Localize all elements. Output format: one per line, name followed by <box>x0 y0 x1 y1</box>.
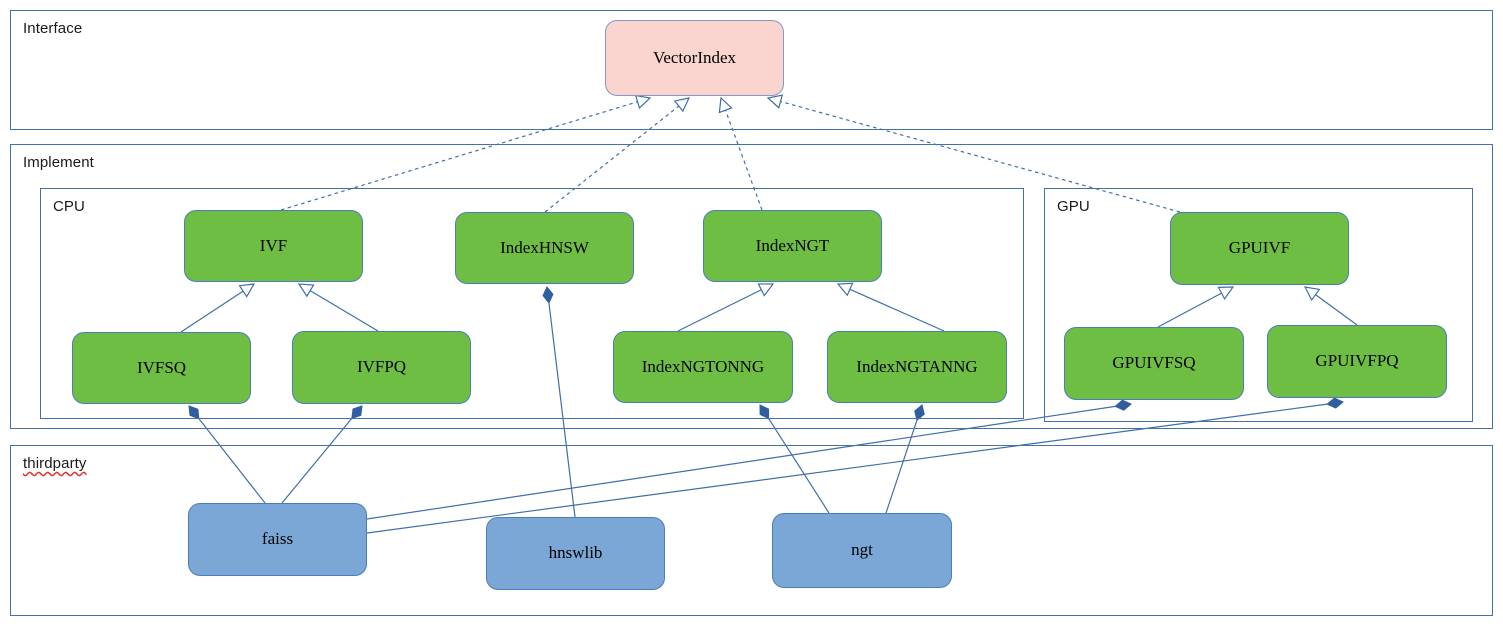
package-thirdparty <box>10 445 1493 616</box>
class-node-label: VectorIndex <box>652 47 737 67</box>
class-node-label: IndexHNSW <box>500 237 589 257</box>
class-node-hnswlib[interactable]: hnswlib <box>486 517 665 590</box>
class-node-indexngtanng[interactable]: IndexNGTANNG <box>827 331 1007 403</box>
class-node-label: IndexNGTANNG <box>856 356 978 376</box>
class-node-label: IndexNGTONNG <box>641 356 765 376</box>
package-label-implement: Implement <box>23 154 94 171</box>
class-node-indexhnsw[interactable]: IndexHNSW <box>455 212 634 284</box>
class-node-gpuivfpq[interactable]: GPUIVFPQ <box>1267 325 1447 398</box>
class-node-faiss[interactable]: faiss <box>188 503 367 576</box>
class-node-label: IVFSQ <box>136 357 187 377</box>
class-node-label: GPUIVFPQ <box>1315 351 1399 371</box>
class-node-label: GPUIVF <box>1228 238 1291 258</box>
class-node-gpuivfsq[interactable]: GPUIVFSQ <box>1064 327 1244 400</box>
class-node-label: IVF <box>259 235 288 255</box>
class-node-label: ngt <box>851 540 873 560</box>
class-node-ngt[interactable]: ngt <box>772 513 952 588</box>
package-label-interface: Interface <box>23 20 83 37</box>
class-node-indexngtonng[interactable]: IndexNGTONNG <box>613 331 793 403</box>
package-cpu <box>40 188 1024 419</box>
class-node-label: IVFPQ <box>356 357 407 377</box>
class-node-ivfsq[interactable]: IVFSQ <box>72 332 251 404</box>
class-node-ivfpq[interactable]: IVFPQ <box>292 331 471 404</box>
package-label-thirdparty: thirdparty <box>23 455 87 472</box>
package-implement <box>10 144 1493 429</box>
class-node-indexngt[interactable]: IndexNGT <box>703 210 882 282</box>
class-node-label: hnswlib <box>548 543 603 563</box>
class-node-ivf[interactable]: IVF <box>184 210 363 282</box>
class-node-gpuivf[interactable]: GPUIVF <box>1170 212 1349 285</box>
package-gpu <box>1044 188 1473 422</box>
package-label-gpu: GPU <box>1057 198 1090 215</box>
class-node-label: IndexNGT <box>755 235 830 255</box>
package-label-cpu: CPU <box>53 198 85 215</box>
package-interface <box>10 10 1493 130</box>
class-node-label: faiss <box>261 529 294 549</box>
class-node-label: GPUIVFSQ <box>1112 353 1196 373</box>
class-node-vectorindex[interactable]: VectorIndex <box>605 20 784 96</box>
